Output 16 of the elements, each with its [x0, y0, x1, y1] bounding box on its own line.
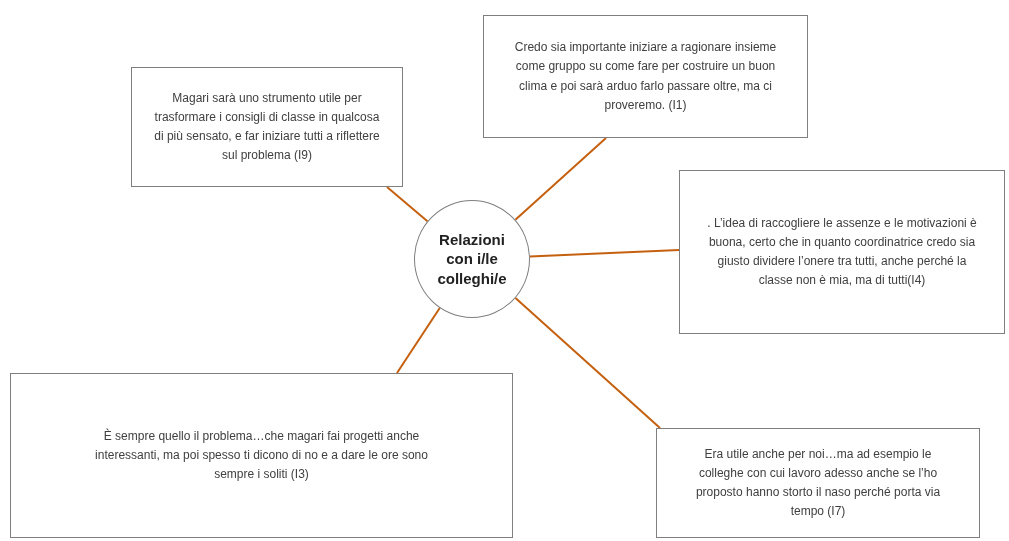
connector-line [396, 307, 441, 374]
quote-text: Magari sarà uno strumento utile per trasformare i consigli di classe in qualcosa di più sensato, e far iniziare tutti a riflettere sul problema (I9) [153, 89, 381, 165]
quote-text: Era utile anche per noi…ma ad esempio le colleghe con cui lavoro adesso anche se l’ho proposto hanno storto il naso perché porta via tempo (I7) [694, 445, 942, 521]
connector-line [514, 137, 607, 221]
quote-text: Credo sia importante iniziare a ragionare insieme come gruppo su come fare per costruire un buon clima e poi sarà arduo farlo passare oltre, ma ci proveremo. (I1) [513, 39, 778, 114]
quote-box [483, 15, 808, 138]
quote-text: È sempre quello il problema…che magari fai progetti anche interessanti, ma poi spesso ti dicono di no e a dare le ore sono sempre i soliti (I3) [94, 427, 429, 484]
connector-line [528, 249, 680, 258]
connector-line [386, 186, 429, 223]
quote-text: . L’idea di raccogliere le assenze e le motivazioni è buona, certo che in quanto coordinatrice credo sia giusto dividere l’onere tra tutti, anche perché la classe non è mia, ma di tutti(I4) [706, 214, 978, 290]
quote-box [679, 170, 1005, 334]
connector-line [514, 297, 661, 429]
quote-box [10, 373, 513, 538]
quote-box [131, 67, 403, 187]
topic-title: Relazioni con i/le colleghi/e [436, 229, 508, 289]
quote-box [656, 428, 980, 538]
